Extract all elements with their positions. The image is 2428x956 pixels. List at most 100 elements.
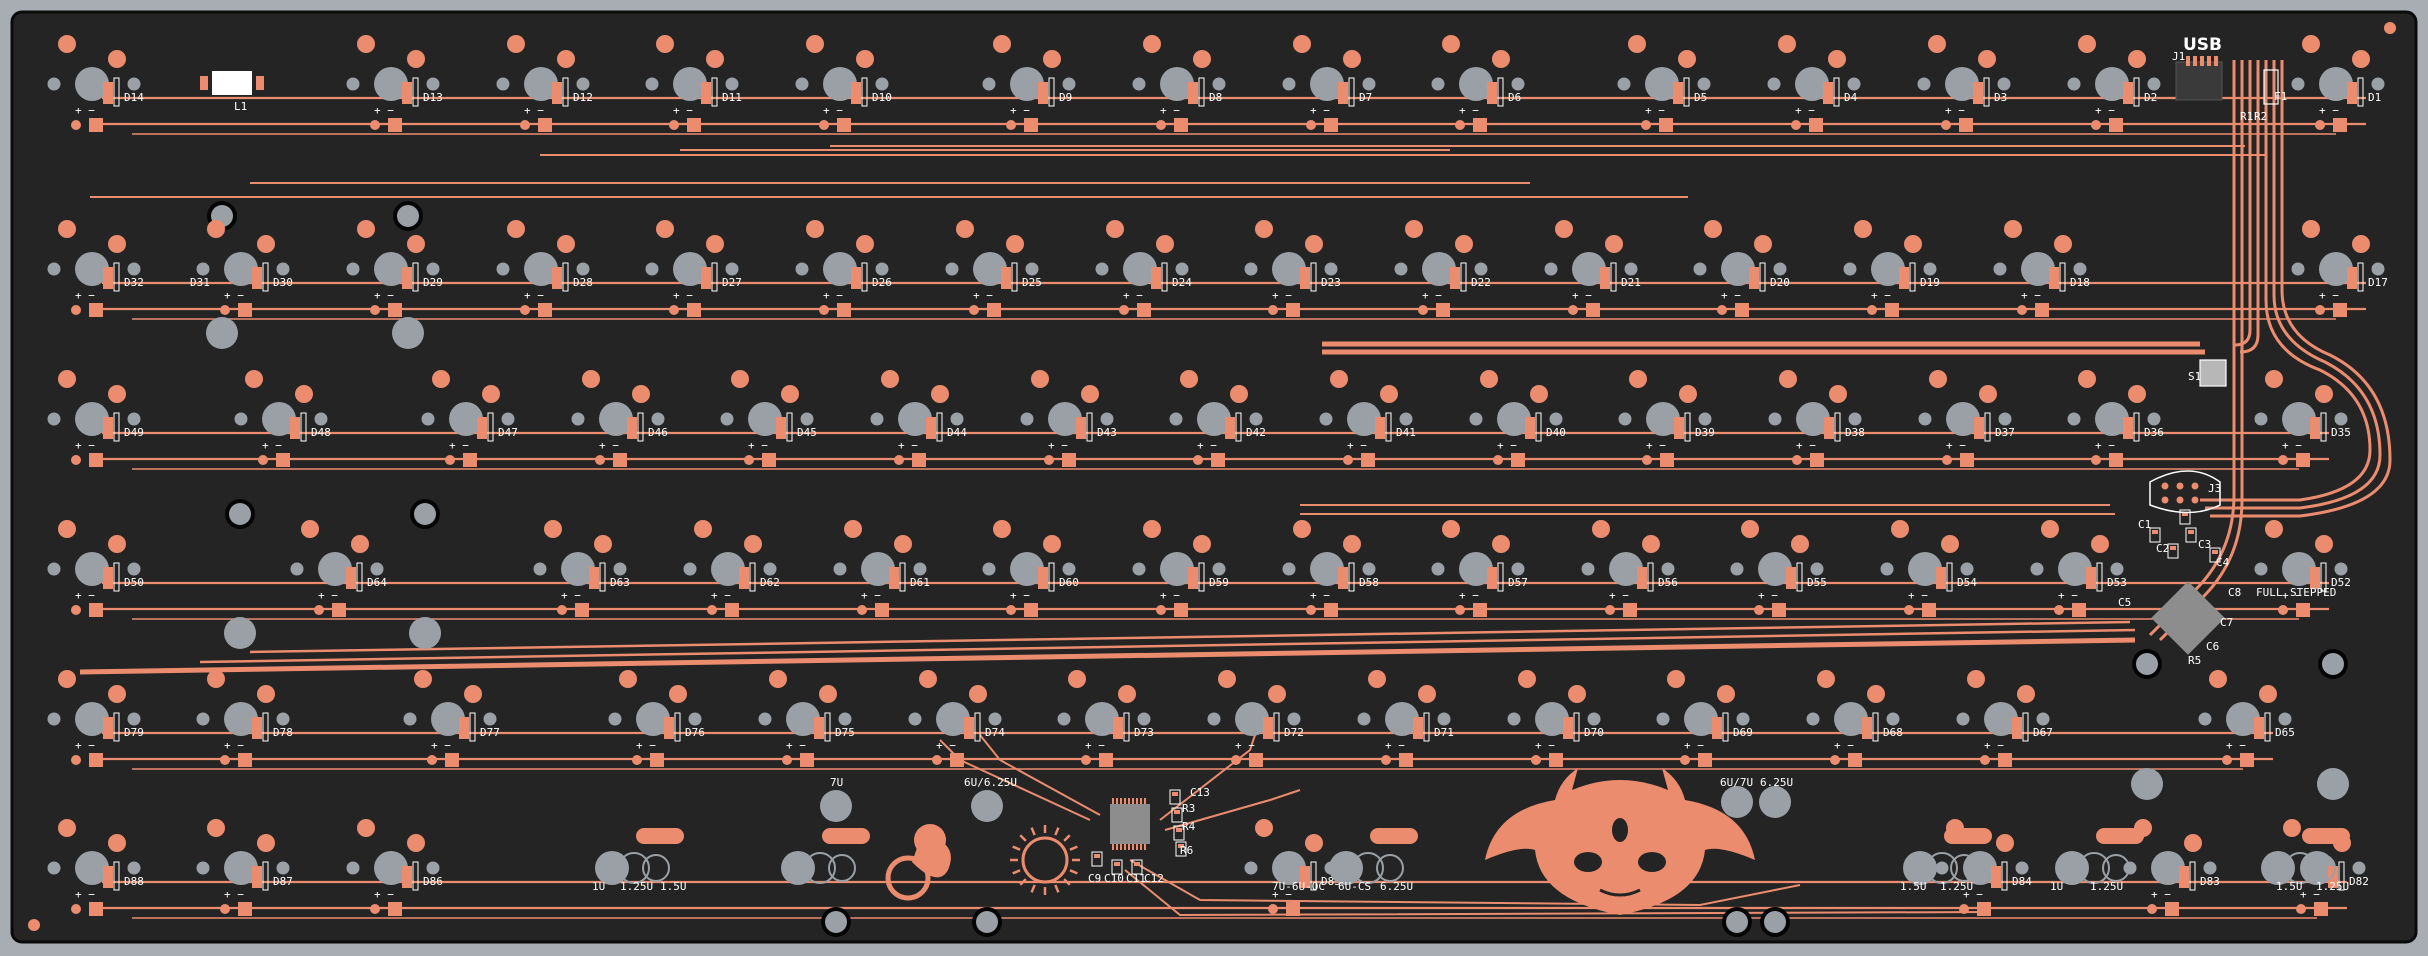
silk-plus-minus: + − [711, 589, 731, 602]
diode-pad [1188, 567, 1198, 589]
passive-outline [1111, 859, 1123, 875]
bus-trace [2239, 60, 2260, 354]
switch-pad [557, 50, 575, 68]
mcu-pin [1128, 844, 1130, 850]
sunburst-ray [1054, 827, 1060, 836]
stabilizer-pin [2278, 712, 2292, 726]
diode-pad [1487, 82, 1497, 104]
switch-center-hole [823, 67, 857, 101]
switch-pad [2054, 235, 2072, 253]
silk-plus-minus: + − [1385, 739, 1405, 752]
connector-pin [2161, 482, 2169, 490]
key-switch-footprint: + −D68 [1806, 670, 1903, 767]
diode-outline [1573, 712, 1580, 742]
key-switch-footprint: + −D6 [1431, 35, 1525, 132]
diode-label: D18 [2070, 276, 2090, 289]
diode-pad [2347, 82, 2357, 104]
led-pad [89, 603, 103, 617]
diode-label: D24 [1172, 276, 1192, 289]
switch-center-hole [75, 851, 109, 885]
switch-pad [1996, 834, 2014, 852]
led-pad-round [71, 305, 81, 315]
key-switch-footprint: + −D55 [1730, 520, 1827, 617]
diode-pad [814, 717, 824, 739]
switch-alt-ring [828, 854, 856, 882]
switch-pad [1480, 370, 1498, 388]
silk-plus-minus: + − [1871, 289, 1891, 302]
led-pad-round [1641, 120, 1651, 130]
switch-pad [1492, 535, 1510, 553]
diode-label: D70 [1584, 726, 1604, 739]
component-label: R2 [2254, 110, 2267, 123]
stabilizer-pin [1917, 77, 1931, 91]
stabilizer-pin [1736, 712, 1750, 726]
switch-pad [1343, 50, 1361, 68]
led-pad [1436, 303, 1450, 317]
switch-alt-ring [804, 852, 836, 884]
switch-center-hole [1963, 851, 1997, 885]
switch-pad [1929, 370, 1947, 388]
diode-label: D28 [573, 276, 593, 289]
led-pad [1959, 118, 1973, 132]
diode-outline [1833, 77, 1840, 107]
led-pad [1511, 453, 1525, 467]
switch-center-hole [1497, 402, 1531, 436]
diode-pad [1824, 417, 1834, 439]
switch-center-hole [1272, 252, 1306, 286]
led-pad-round [1867, 305, 1877, 315]
switch-center-hole [1459, 552, 1493, 586]
stabilizer-pin [913, 562, 927, 576]
led-pad [687, 118, 701, 132]
passive-pad [1174, 810, 1180, 814]
key-switch-footprint: + −D42 [1169, 370, 1266, 467]
led-pad [1099, 753, 1113, 767]
diode-label: D30 [273, 276, 293, 289]
led-pad-round [782, 755, 792, 765]
diode-pad [1151, 267, 1161, 289]
led-pad [1062, 453, 1076, 467]
diode-outline [1796, 562, 1803, 592]
bus-trace [1124, 869, 1991, 917]
switch-pad [1068, 670, 1086, 688]
led-pad [1660, 453, 1674, 467]
led-pad-round [2091, 120, 2101, 130]
diode-pad [701, 82, 711, 104]
diode-label: D63 [610, 576, 630, 589]
switch-center-hole [75, 702, 109, 736]
mount-hole-inner [1764, 911, 1786, 933]
switch-pad [1530, 385, 1548, 403]
switch-center-hole [1646, 402, 1680, 436]
diode-pad [1300, 866, 1310, 888]
silk-plus-minus: + − [224, 888, 244, 901]
diode-label: D27 [722, 276, 742, 289]
switch-pad [407, 235, 425, 253]
silk-plus-minus: + − [1272, 289, 1292, 302]
switch-pad [656, 35, 674, 53]
switch-pad [1293, 35, 1311, 53]
stabilizer-pin [1169, 412, 1183, 426]
diode-outline [1161, 262, 1168, 292]
switch-pad [1891, 520, 1909, 538]
switch-pad [1193, 535, 1211, 553]
led-pad [1977, 902, 1991, 916]
diode-outline [412, 861, 419, 891]
stabilizer-pin [1656, 712, 1670, 726]
led-pad-round [1156, 120, 1166, 130]
silk-plus-minus: + − [1010, 104, 1030, 117]
key-switch-footprint: + −D36 [2067, 370, 2164, 467]
silk-plus-minus: + − [1572, 289, 1592, 302]
led-pad [1286, 902, 1300, 916]
switch-alt-ring [1376, 854, 1404, 882]
stabilizer-pin [1062, 77, 1076, 91]
silk-plus-minus: + − [1758, 589, 1778, 602]
switch-pad [1442, 520, 1460, 538]
diode-pad [776, 417, 786, 439]
led-pad [1809, 118, 1823, 132]
usb-pin [2193, 56, 2197, 66]
imp-face-eye [1574, 852, 1602, 872]
switch-pad [1904, 235, 1922, 253]
stabilizer-pin [421, 412, 435, 426]
key-switch-footprint: + −D84 [1935, 819, 2032, 916]
switch-pad [507, 220, 525, 238]
key-switch-footprint: + −D11 [645, 35, 742, 132]
